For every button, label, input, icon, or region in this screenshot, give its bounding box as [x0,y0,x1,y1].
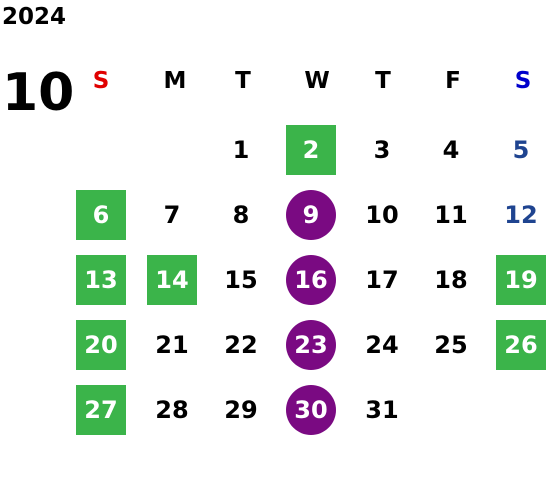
day-cell-28[interactable]: 28 [155,396,189,424]
day-cell-10[interactable]: 10 [365,201,399,229]
day-cell-26[interactable]: 26 [496,320,546,370]
day-cell-1[interactable]: 1 [232,136,250,164]
day-cell-12[interactable]: 12 [504,201,538,229]
day-cell-27[interactable]: 27 [76,385,126,435]
day-cell-3[interactable]: 3 [373,136,391,164]
day-cell-14[interactable]: 14 [147,255,197,305]
day-cell-4[interactable]: 4 [442,136,460,164]
day-cell-2[interactable]: 2 [286,125,336,175]
day-cell-11[interactable]: 11 [434,201,468,229]
month-number: 10 [2,63,75,123]
day-cell-30[interactable]: 30 [286,385,336,435]
day-cell-22[interactable]: 22 [224,331,258,359]
day-cell-15[interactable]: 15 [224,266,258,294]
weekday-header-saturday: S [514,68,532,94]
weekday-header-monday: M [163,68,187,94]
year-label: 2024 [2,4,67,30]
day-cell-19[interactable]: 19 [496,255,546,305]
day-cell-16[interactable]: 16 [286,255,336,305]
day-cell-7[interactable]: 7 [163,201,181,229]
weekday-header-thursday: T [375,68,391,94]
weekday-header-friday: F [445,68,461,94]
weekday-header-tuesday: T [235,68,251,94]
day-cell-29[interactable]: 29 [224,396,258,424]
day-cell-6[interactable]: 6 [76,190,126,240]
weekday-header-sunday: S [92,68,110,94]
day-cell-25[interactable]: 25 [434,331,468,359]
day-cell-17[interactable]: 17 [365,266,399,294]
day-cell-5[interactable]: 5 [512,136,530,164]
day-cell-9[interactable]: 9 [286,190,336,240]
day-cell-8[interactable]: 8 [232,201,250,229]
day-cell-31[interactable]: 31 [365,396,399,424]
day-cell-23[interactable]: 23 [286,320,336,370]
day-cell-13[interactable]: 13 [76,255,126,305]
day-cell-18[interactable]: 18 [434,266,468,294]
weekday-header-wednesday: W [304,68,330,94]
day-cell-20[interactable]: 20 [76,320,126,370]
day-cell-24[interactable]: 24 [365,331,399,359]
day-cell-21[interactable]: 21 [155,331,189,359]
